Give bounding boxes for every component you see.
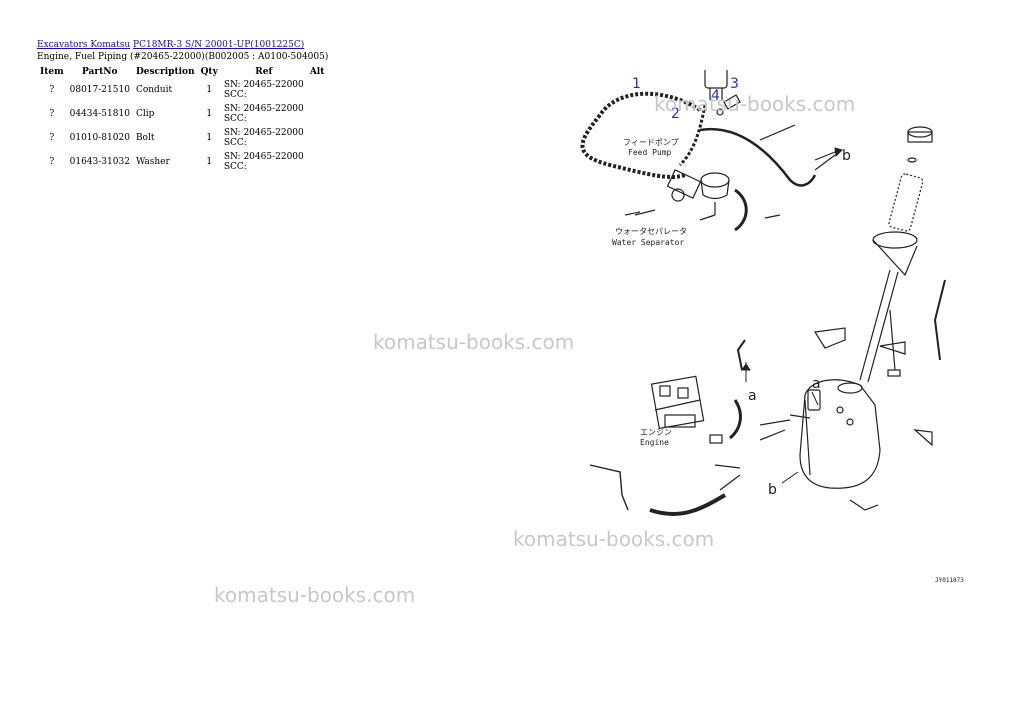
- feed-pump-part: [634, 169, 702, 216]
- breadcrumb-link-category[interactable]: Excavators Komatsu: [37, 40, 131, 50]
- cell-partno: 01643-31032: [69, 157, 130, 167]
- cell-item: ?: [49, 85, 55, 95]
- water-separator-label: Water Separator: [612, 238, 684, 247]
- cell-alt: [307, 78, 328, 102]
- conduit-part: [580, 91, 702, 179]
- watermark: komatsu-books.com: [513, 527, 715, 551]
- cell-desc: Washer: [135, 157, 170, 167]
- ref-scc: SCC:: [223, 114, 247, 124]
- ref-scc: SCC:: [223, 162, 247, 172]
- ref-sn: SN: 20465-22000: [223, 80, 304, 90]
- strainer-part: [888, 173, 924, 232]
- watermark: komatsu-books.com: [214, 583, 416, 607]
- ref-b-top: b: [842, 148, 851, 164]
- col-description: Description: [135, 67, 195, 77]
- cell-item: ?: [49, 133, 55, 143]
- callout-1: 1: [632, 76, 641, 92]
- ref-sn: SN: 20465-22000: [223, 152, 304, 162]
- watermark: komatsu-books.com: [654, 92, 856, 116]
- fitting-part: [723, 94, 741, 110]
- ref-scc: SCC:: [223, 138, 247, 148]
- engine-part: [650, 375, 705, 430]
- breadcrumb: Excavators Komatsu PC18MR-3 S/N 20001-UP…: [37, 40, 304, 50]
- ref-a-left: a: [748, 388, 757, 404]
- col-item: Item: [40, 67, 64, 77]
- cell-desc: Clip: [135, 109, 155, 119]
- parts-table: Item PartNo Description Qty Ref Alt ? 08…: [37, 66, 327, 174]
- cell-qty: 1: [206, 157, 213, 167]
- watermark: komatsu-books.com: [373, 330, 575, 354]
- col-ref: Ref: [255, 67, 273, 77]
- cell-qty: 1: [206, 133, 213, 143]
- callout-4: 4: [711, 88, 720, 104]
- cell-partno: 04434-51810: [69, 109, 130, 119]
- fuel-tank-part: [759, 379, 881, 489]
- cell-qty: 1: [206, 85, 213, 95]
- cell-partno: 01010-81020: [69, 133, 130, 143]
- ref-a-tank: a: [812, 376, 821, 392]
- page-subtitle: Engine, Fuel Piping (#20465-22000)(B0020…: [37, 52, 329, 62]
- breadcrumb-link-model[interactable]: PC18MR-3 S/N 20001-UP(1001225C): [133, 40, 305, 50]
- ref-scc: SCC:: [223, 90, 247, 100]
- fuel-filter-part: [704, 70, 728, 100]
- col-qty: Qty: [200, 67, 218, 77]
- engine-label: Engine: [640, 438, 669, 447]
- col-partno: PartNo: [82, 67, 118, 77]
- cell-alt: [307, 102, 328, 126]
- col-alt: Alt: [309, 67, 325, 77]
- feed-pump-label: Feed Pump: [628, 148, 672, 157]
- parts-diagram: 1 2 3 4 フィードポンプ Feed Pump ウォータセパレータ Wate…: [580, 70, 964, 584]
- ref-sn: SN: 20465-22000: [223, 128, 304, 138]
- table-header-row: Item PartNo Description Qty Ref Alt: [37, 66, 327, 78]
- water-separator-part: [700, 172, 730, 215]
- cell-desc: Conduit: [135, 85, 173, 95]
- cell-alt: [307, 150, 328, 174]
- cell-alt: [307, 126, 328, 150]
- engine-jp-label: エンジン: [640, 428, 672, 437]
- cell-qty: 1: [206, 109, 213, 119]
- callout-2: 2: [671, 106, 680, 122]
- filler-neck-part: [859, 231, 918, 383]
- cell-item: ?: [49, 157, 55, 167]
- water-separator-jp-label: ウォータセパレータ: [615, 227, 687, 236]
- ref-sn: SN: 20465-22000: [223, 104, 304, 114]
- fuel-cap-part: [907, 126, 933, 163]
- drawing-code: JY011873: [935, 577, 964, 584]
- feed-pump-jp-label: フィードポンプ: [623, 138, 679, 147]
- cell-item: ?: [49, 109, 55, 119]
- cell-partno: 08017-21510: [69, 85, 130, 95]
- callout-3: 3: [730, 76, 739, 92]
- ref-b-bottom: b: [768, 482, 777, 498]
- cell-desc: Bolt: [135, 133, 155, 143]
